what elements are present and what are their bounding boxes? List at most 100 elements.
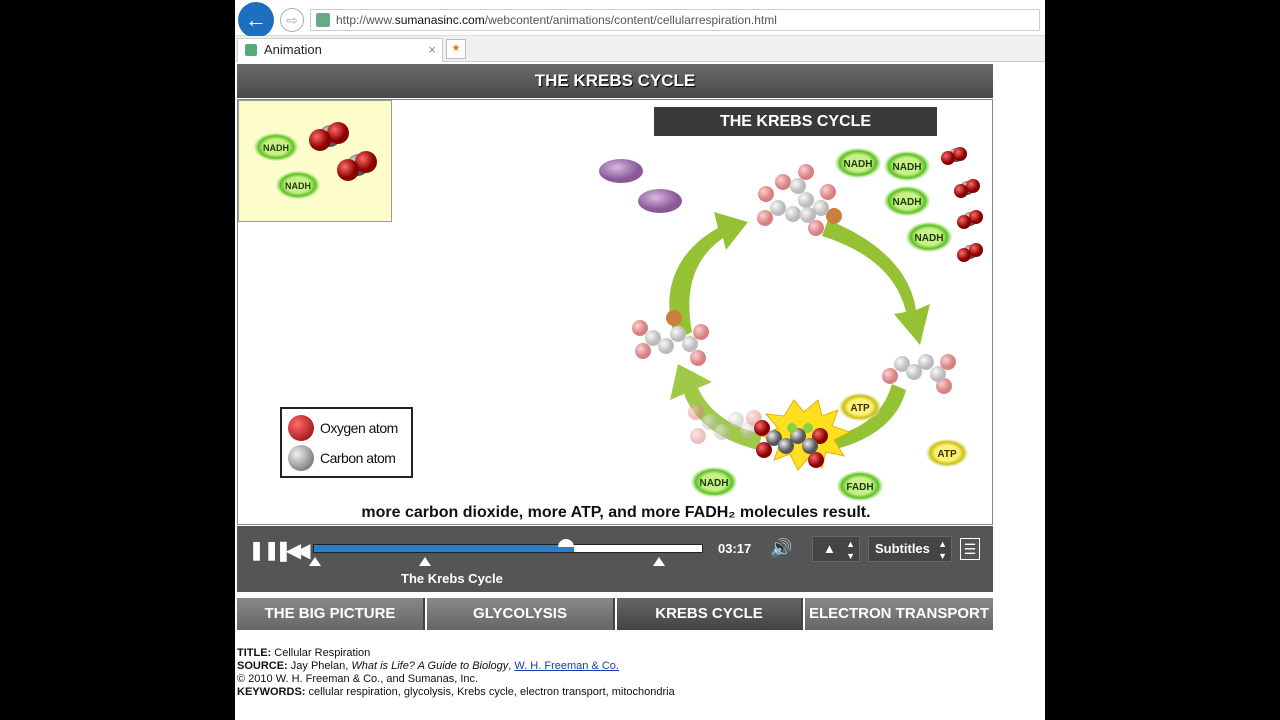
purple-molecule: [638, 189, 682, 213]
molecule-right: [882, 354, 956, 394]
svg-text:ATP: ATP: [850, 403, 870, 414]
title-label: TITLE:: [237, 647, 272, 659]
browser-window: ← ⇨ http://www.sumanasinc.com/webcontent…: [235, 0, 1045, 720]
co2-molecule: [957, 243, 983, 262]
url-domain: sumanasinc.com: [394, 13, 485, 27]
page-title: THE KREBS CYCLE: [237, 64, 993, 98]
tab-animation[interactable]: Animation ×: [237, 38, 443, 62]
rewind-icon: ❚◀◀: [275, 540, 310, 562]
credit-keywords-line: KEYWORDS: cellular respiration, glycolys…: [237, 686, 997, 699]
nadh-badge: NADH: [884, 186, 930, 216]
nadh-badge: NADH: [835, 148, 881, 178]
chapter-marker[interactable]: [309, 557, 321, 566]
chapter-label: The Krebs Cycle: [401, 571, 503, 586]
molecule-reacting: [754, 420, 828, 468]
url-field[interactable]: http://www.sumanasinc.com/webcontent/ani…: [310, 9, 1040, 31]
cycle-arrow-left: [670, 364, 762, 450]
legend-oxygen-label: Oxygen atom: [320, 420, 398, 436]
tab-favicon-icon: [245, 44, 257, 56]
cycle-arrow-right: [822, 220, 930, 345]
pause-button[interactable]: ❚❚: [249, 540, 279, 561]
svg-text:NADH: NADH: [844, 159, 873, 170]
arrow-right-icon: ⇨: [286, 11, 298, 28]
spinner-arrows-icon: ▲▼: [938, 539, 947, 561]
svg-text:FADH: FADH: [846, 482, 873, 493]
co2-molecule: [954, 179, 980, 198]
progress-knob[interactable]: [558, 539, 575, 547]
svg-text:NADH: NADH: [915, 233, 944, 244]
fadh-badge: FADH: [837, 471, 883, 501]
nadh-badge: NADH: [884, 151, 930, 181]
co2-molecule: [957, 210, 983, 229]
title-value: Cellular Respiration: [274, 647, 371, 659]
progress-fill: [314, 545, 574, 552]
legend-row-oxygen: Oxygen atom: [288, 414, 398, 442]
source-sep: ,: [508, 660, 515, 672]
tab-glycolysis[interactable]: GLYCOLYSIS: [427, 598, 615, 630]
purple-molecule: [599, 159, 643, 183]
subtitles-select[interactable]: Subtitles ▲▼: [868, 536, 952, 562]
animation-stage: NADH NADH NADH NADH NADH NADH NADH FADH …: [237, 99, 993, 525]
credit-source-line: SOURCE: Jay Phelan, What is Life? A Guid…: [237, 660, 997, 673]
back-button[interactable]: ←: [238, 2, 274, 38]
arrow-left-icon: ←: [245, 7, 267, 32]
menu-icon: ☰: [963, 541, 977, 557]
svg-text:ATP: ATP: [937, 449, 957, 460]
url-path: /webcontent/animations/content/cellularr…: [484, 13, 777, 27]
credit-title-line: TITLE: Cellular Respiration: [237, 647, 997, 660]
legend-carbon-label: Carbon atom: [320, 450, 396, 466]
svg-text:NADH: NADH: [893, 162, 922, 173]
page-icon: [316, 13, 330, 27]
tab-the-big-picture[interactable]: THE BIG PICTURE: [237, 598, 425, 630]
tab-electron-transport[interactable]: ELECTRON TRANSPORT: [805, 598, 993, 630]
stage-title-label: THE KREBS CYCLE: [654, 107, 937, 136]
chapter-marker[interactable]: [419, 557, 431, 566]
address-bar-area: ← ⇨ http://www.sumanasinc.com/webcontent…: [235, 0, 1045, 38]
spinner-arrows-icon: ▲▼: [846, 539, 855, 561]
volume-button[interactable]: 🔊: [770, 538, 792, 559]
source-author: Jay Phelan,: [290, 660, 352, 672]
nadh-badge: NADH: [691, 467, 737, 497]
time-display: 03:17: [718, 541, 752, 556]
pause-icon: ❚❚: [249, 540, 280, 560]
url-prefix: http://www.: [336, 13, 395, 27]
new-tab-icon: ★: [451, 43, 461, 54]
source-book: What is Life? A Guide to Biology: [351, 660, 509, 672]
quality-icon: ▲: [823, 541, 836, 556]
svg-text:NADH: NADH: [893, 197, 922, 208]
copyright-line: © 2010 W. H. Freeman & Co., and Sumanas,…: [237, 673, 479, 685]
progress-bar[interactable]: [313, 539, 703, 553]
tab-krebs-cycle[interactable]: KREBS CYCLE: [617, 598, 803, 630]
credits: TITLE: Cellular Respiration SOURCE: Jay …: [237, 647, 997, 699]
cycle-arrow-top: [669, 212, 748, 340]
tab-title: Animation: [264, 42, 322, 57]
keywords-label: KEYWORDS:: [237, 686, 306, 698]
rewind-button[interactable]: ❚◀◀: [275, 538, 310, 563]
atp-badge: ATP: [839, 393, 881, 421]
new-tab-button[interactable]: ★: [446, 39, 466, 59]
quality-select[interactable]: ▲ ▲▼: [812, 536, 860, 562]
keywords-value: cellular respiration, glycolysis, Krebs …: [308, 686, 675, 698]
tab-strip: Animation × ★: [235, 36, 1045, 62]
section-nav: THE BIG PICTURE GLYCOLYSIS KREBS CYCLE E…: [237, 598, 993, 630]
co2-molecule: [941, 147, 967, 165]
forward-button[interactable]: ⇨: [280, 8, 304, 32]
atp-badge: ATP: [926, 439, 968, 467]
molecule-left: [632, 310, 709, 366]
source-label: SOURCE:: [237, 660, 288, 672]
cycle-arrow-bottom-right: [832, 384, 906, 450]
close-icon[interactable]: ×: [428, 42, 436, 57]
inset-panel: [238, 100, 392, 222]
nadh-badge: NADH: [906, 222, 952, 252]
publisher-link[interactable]: W. H. Freeman & Co.: [514, 660, 619, 672]
oxygen-atom-icon: [288, 415, 314, 441]
player-controls: ❚❚ ❚◀◀ The Krebs Cycle 03:17 🔊 ▲ ▲▼ Subti…: [237, 526, 993, 592]
menu-button[interactable]: ☰: [960, 538, 980, 560]
subtitle-caption: more carbon dioxide, more ATP, and more …: [361, 504, 871, 521]
legend-box: Oxygen atom Carbon atom: [280, 407, 413, 478]
subtitles-label: Subtitles: [875, 541, 930, 556]
svg-text:NADH: NADH: [700, 478, 729, 489]
molecule-top: [757, 164, 842, 236]
legend-row-carbon: Carbon atom: [288, 444, 396, 472]
chapter-marker[interactable]: [653, 557, 665, 566]
